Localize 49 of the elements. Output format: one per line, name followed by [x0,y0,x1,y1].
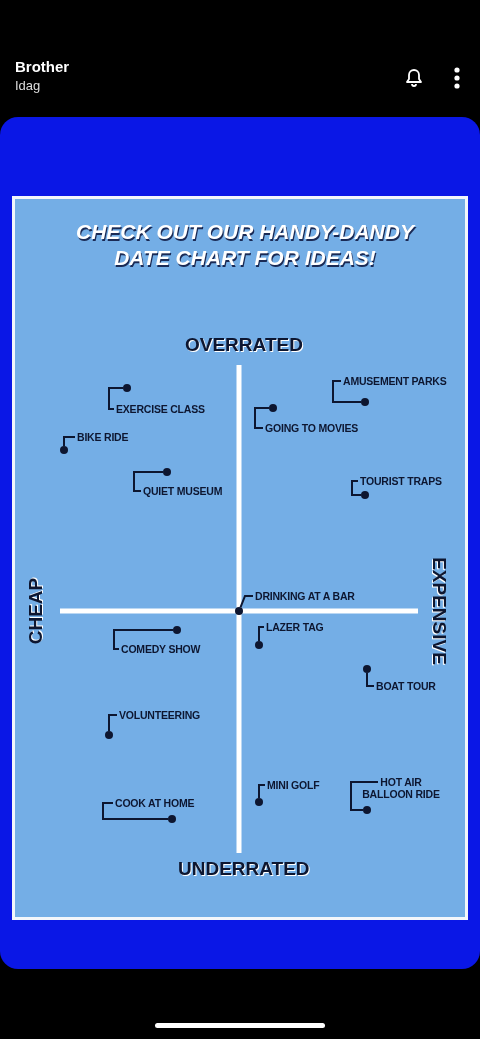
leader-line [133,471,164,492]
leader-line [113,629,174,650]
leader-line [239,595,254,609]
leader-line [351,480,362,496]
axis-label: EXPENSIVE [428,557,450,665]
axis-label: CHEAP [25,577,47,645]
data-point-dot [60,446,68,454]
leader-line [108,714,118,732]
data-point-dot [255,641,263,649]
data-point-dot [363,665,371,673]
point-label: HOT AIR BALLOON RIDE [360,776,442,800]
data-point-dot [168,815,176,823]
point-label: DRINKING AT A BAR [255,590,355,602]
point-label: AMUSEMENT PARKS [343,375,447,387]
data-point-dot [361,491,369,499]
axis-label: OVERRATED [185,334,303,356]
leader-line [108,387,124,410]
data-point-dot [363,806,371,814]
point-label: LAZER TAG [266,621,324,633]
leader-line [258,626,265,642]
leader-line [332,380,362,403]
data-point-dot [105,731,113,739]
leader-line [366,672,375,687]
data-point-dot [123,384,131,392]
leader-line [63,436,76,447]
leader-line [254,407,270,429]
contact-name: Brother [15,58,70,75]
data-point-dot [361,398,369,406]
point-label: TOURIST TRAPS [360,475,442,487]
point-label: COMEDY SHOW [121,643,201,655]
point-label: MINI GOLF [267,779,320,791]
point-label: BOAT TOUR [376,680,436,692]
data-point-dot [269,404,277,412]
data-point-dot [173,626,181,634]
leader-line [102,802,169,820]
point-label: BIKE RIDE [77,431,129,443]
data-point-dot [235,607,243,615]
point-label: EXERCISE CLASS [116,403,205,415]
chart-title: CHECK OUT OUR HANDY-DANDY DATE CHART FOR IDEAS! [75,219,417,271]
data-point-dot [255,798,263,806]
axis-label: UNDERRATED [178,858,310,880]
timestamp-text: Idag [15,78,41,93]
point-label: VOLUNTEERING [119,709,201,721]
point-label: QUIET MUSEUM [143,485,223,497]
leader-line [258,784,266,799]
point-label: GOING TO MOVIES [265,422,359,434]
data-point-dot [163,468,171,476]
leader-line [350,781,379,811]
point-label: COOK AT HOME [115,797,195,809]
